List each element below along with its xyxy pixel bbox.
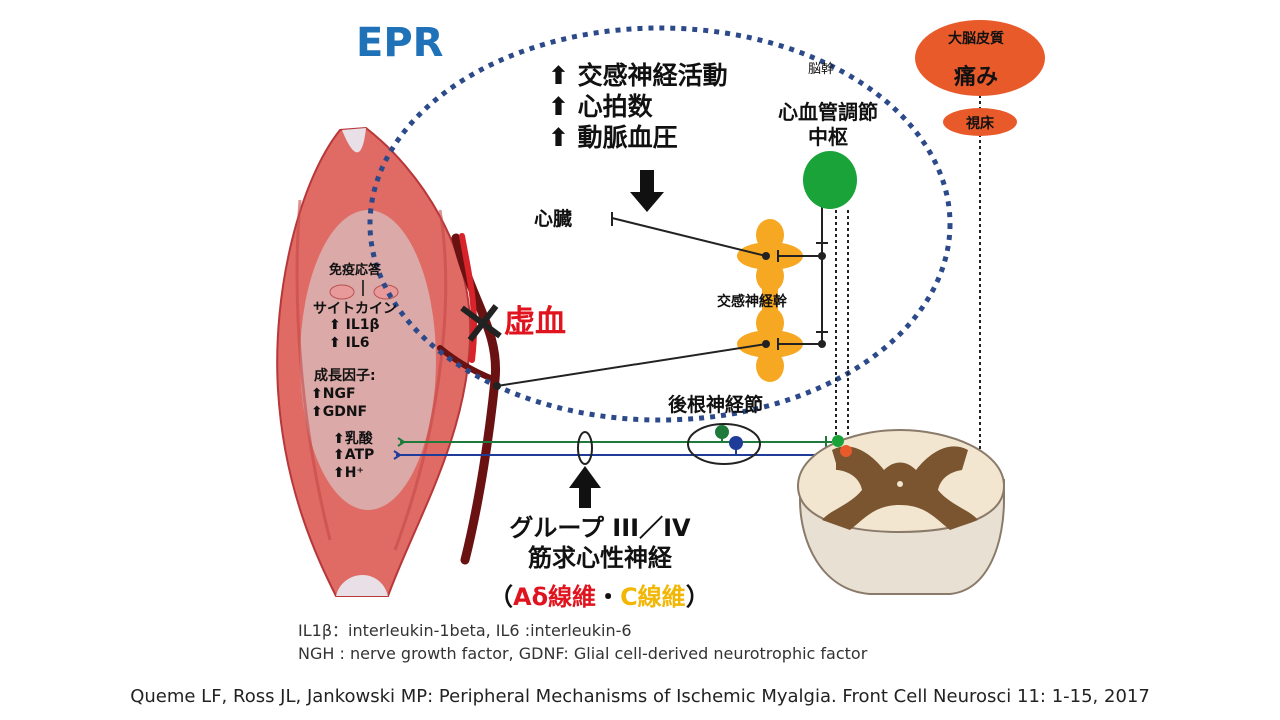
sympathetic-chain-label: 交感神経幹 bbox=[717, 294, 787, 310]
afferent-fibers bbox=[393, 436, 833, 461]
immune-cell-left bbox=[329, 284, 355, 300]
abbreviation-notes: IL1β：interleukin-1beta, IL6 :interleukin… bbox=[298, 619, 867, 665]
dorsal-root-ganglion-label: 後根神経節 bbox=[668, 394, 764, 416]
c-fiber-label: C線維 bbox=[620, 583, 686, 611]
epr-label: EPR bbox=[356, 20, 444, 66]
sympathetic-effects: ⬆ 交感神経活動 ⬆ 心拍数 ⬆ 動脈血圧 bbox=[548, 60, 728, 153]
ascending-dotted-pathways bbox=[835, 95, 981, 473]
cerebral-cortex-node bbox=[915, 20, 1045, 96]
blood-vessels bbox=[437, 233, 501, 565]
drg-outline bbox=[687, 423, 761, 465]
spinal-synapse-orange bbox=[840, 445, 852, 457]
il6-label: ⬆ IL6 bbox=[329, 335, 370, 351]
muscle-illustration bbox=[276, 126, 472, 597]
paren-open: （ bbox=[489, 583, 513, 611]
spinal-synapse-green bbox=[832, 435, 844, 447]
afferent-group-label: グループ III／IV 筋求心性神経 bbox=[500, 513, 700, 573]
growth-factor-label: 成長因子: bbox=[314, 368, 376, 384]
immune-response-label: 免疫応答 bbox=[329, 263, 382, 278]
cardiovascular-center-label: 心血管調節 中枢 bbox=[776, 100, 880, 150]
ischemia-label: 虚血 bbox=[504, 304, 566, 340]
nerve-bundle-ring bbox=[577, 431, 593, 465]
effect-heart-rate: ⬆ 心拍数 bbox=[548, 92, 653, 121]
muscle-afferent-label: 筋求心性神経 bbox=[528, 544, 672, 572]
down-arrow bbox=[630, 170, 664, 212]
blocked-vessel-x bbox=[460, 304, 502, 342]
heart-label: 心臓 bbox=[534, 208, 573, 230]
effect-arterial-pressure: ⬆ 動脈血圧 bbox=[548, 123, 678, 152]
cardiovascular-center-line1: 心血管調節 bbox=[778, 100, 878, 124]
il1b-label: ⬆ IL1β bbox=[329, 317, 380, 333]
epr-region-outline bbox=[367, 25, 953, 423]
cardiovascular-center-line2: 中枢 bbox=[808, 125, 848, 149]
paren-close: ） bbox=[685, 583, 710, 611]
neural-pathways bbox=[496, 198, 828, 387]
cardiovascular-center-node bbox=[803, 151, 857, 209]
synapse-dots bbox=[493, 252, 826, 390]
thalamus-label: 視床 bbox=[966, 116, 994, 132]
cerebral-cortex-label: 大脳皮質 bbox=[948, 31, 1004, 47]
sympathetic-chain-connector bbox=[762, 280, 778, 330]
thalamus-node bbox=[943, 108, 1017, 136]
ngf-label: ⬆NGF bbox=[311, 386, 356, 402]
separator-dot: ・ bbox=[596, 583, 621, 611]
drg-neuron-blue bbox=[729, 436, 743, 455]
atp-label: ⬆ATP bbox=[333, 447, 375, 463]
effect-sympathetic-activity: ⬆ 交感神経活動 bbox=[548, 61, 728, 90]
fiber-types-label: （Aδ線維・C線維） bbox=[489, 577, 710, 612]
cytokine-label: サイトカイン bbox=[313, 301, 397, 317]
hplus-label: ⬆H⁺ bbox=[333, 465, 364, 481]
gdnf-label: ⬆GDNF bbox=[311, 404, 368, 420]
a-delta-fiber-label: Aδ線維 bbox=[513, 583, 597, 611]
reference-citation: Queme LF, Ross JL, Jankowski MP: Periphe… bbox=[130, 686, 1150, 707]
pain-label: 痛み bbox=[953, 65, 998, 90]
drg-neuron-green bbox=[715, 425, 729, 442]
up-arrow bbox=[569, 466, 601, 508]
lactate-label: ⬆乳酸 bbox=[333, 431, 373, 447]
spinal-cord-illustration bbox=[796, 428, 1006, 595]
abbreviation-line-2: NGH : nerve growth factor, GDNF: Glial c… bbox=[298, 644, 868, 663]
group-iii-iv-label: グループ III／IV bbox=[509, 514, 691, 542]
brainstem-label: 脳幹 bbox=[808, 62, 835, 77]
abbreviation-line-1: IL1β：interleukin-1beta, IL6 :interleukin… bbox=[298, 621, 632, 640]
